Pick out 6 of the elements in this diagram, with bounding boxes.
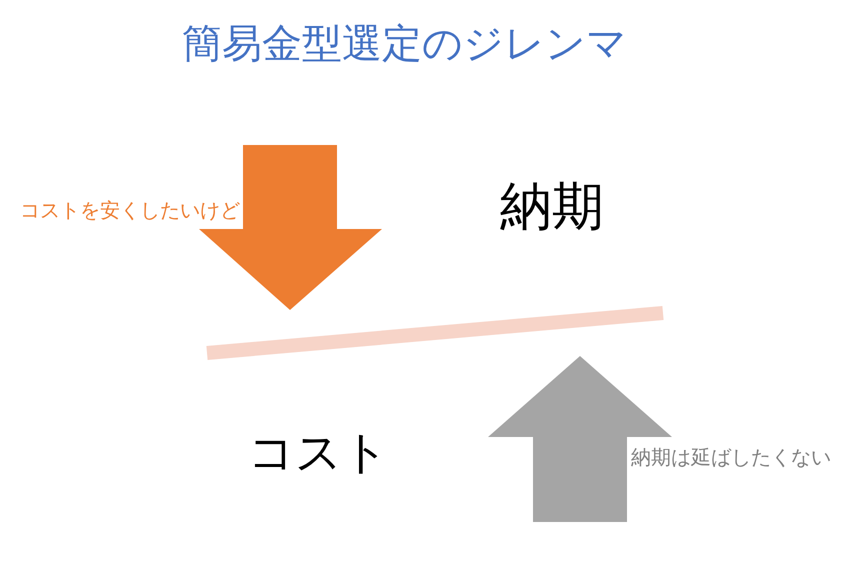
seesaw-beam: [206, 306, 664, 360]
side-label: コスト: [248, 429, 389, 475]
title: 簡易金型選定のジレンマ: [182, 24, 627, 64]
side-label: 納期: [500, 181, 604, 233]
note-text: 納期は延ばしたくない: [631, 447, 831, 467]
note-text: コストを安くしたいけど: [20, 200, 240, 220]
